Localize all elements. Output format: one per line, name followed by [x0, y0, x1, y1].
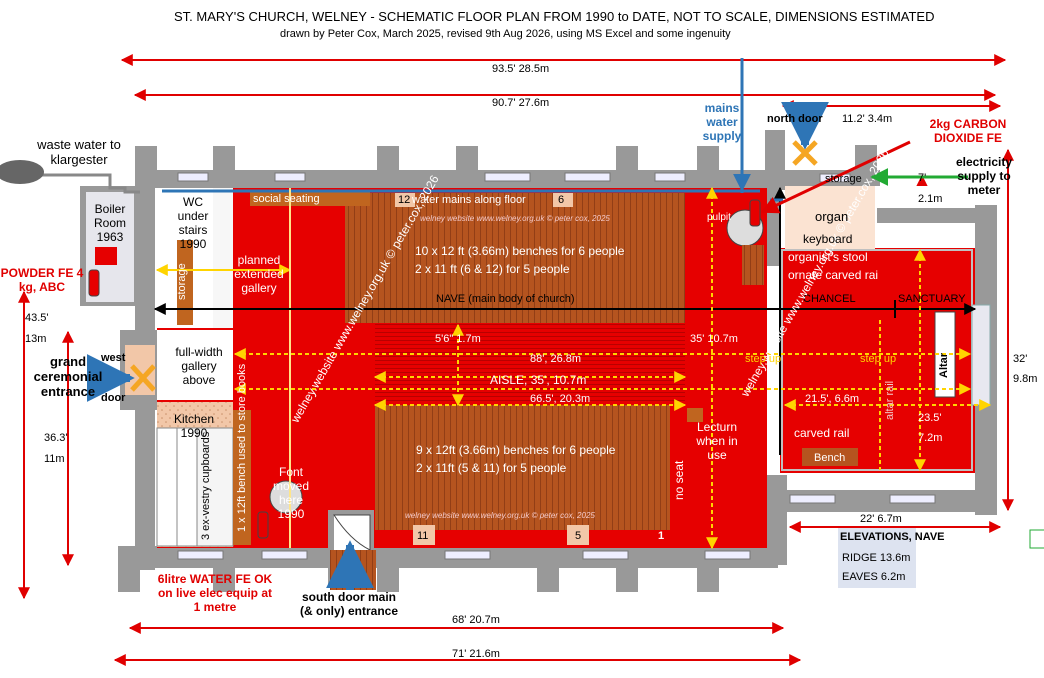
website-note-north: welney website www.welney.org.uk © peter… — [420, 214, 610, 223]
bench-num-6: 6 — [558, 194, 565, 206]
elevations-title: ELEVATIONS, NAVE — [840, 531, 945, 543]
west-door-label: west — [101, 352, 126, 364]
organist-stool-label: organist's stool — [788, 250, 868, 264]
bench-num-11: 11 — [417, 530, 429, 542]
dim-left-lower-m: 11m — [44, 453, 65, 465]
lectern-label: Lecturn when in use — [696, 420, 738, 462]
benches-south-line1: 9 x 12ft (3.66m) benches for 6 people — [416, 443, 616, 457]
dim-bottom-outer: 71' 21.6m — [452, 648, 500, 660]
west-door-label-2: door — [101, 392, 126, 404]
dim-66-label: 66.5', 20.3m — [530, 393, 591, 405]
north-door-label: north door — [767, 113, 823, 125]
dim-nave: 90.7' 27.6m — [492, 97, 550, 109]
water-fe-label: 6litre WATER FE OK on live elec equip at… — [157, 572, 273, 614]
dim-5-6-label: 5'6" 1.7m — [435, 333, 481, 345]
dim-right-height: 32' — [1013, 353, 1028, 365]
bench-label: Bench — [814, 452, 846, 464]
nave-label: NAVE (main body of church) — [436, 293, 575, 305]
step-up-label-1: step up — [745, 353, 782, 365]
dim-left-lower: 36.3' — [44, 432, 68, 444]
no-seat-label: no seat — [672, 460, 686, 500]
bench-num-1: 1 — [658, 530, 665, 542]
dim-21-label: 21.5', 6.6m — [805, 393, 860, 405]
powder-fe-label: POWDER FE 4 kg, ABC — [0, 266, 84, 294]
gallery-above-label: full-width gallery above — [175, 345, 223, 387]
north-pews — [345, 193, 685, 323]
storage-right-label: storage — [825, 173, 862, 185]
mains-water-label: mains water supply — [702, 101, 742, 143]
benches-south-line2: 2 x 11ft (5 & 11) for 5 people — [416, 461, 567, 475]
dim-23-m-label: 7.2m — [918, 432, 943, 444]
page-subtitle: drawn by Peter Cox, March 2025, revised … — [280, 28, 731, 40]
eaves-label: EAVES 6.2m — [842, 571, 906, 583]
dim-right-height-m: 9.8m — [1013, 373, 1038, 385]
waste-water-label: waste water to klargester — [37, 137, 121, 167]
carved-rail-label: carved rail — [794, 426, 850, 440]
vestry-label: 3 ex-vestry cupboards — [200, 431, 212, 540]
wall-north — [135, 170, 785, 188]
electricity-label: electricity supply to meter — [955, 155, 1013, 197]
grand-entrance-label: grand ceremonial entrance — [33, 354, 103, 399]
dim-23-label: 23.5' — [918, 412, 942, 424]
dim-north-door: 11.2' 3.4m — [842, 113, 893, 125]
altar-label: Altar — [938, 352, 950, 378]
dim-storage: 7' — [918, 172, 927, 184]
south-pews — [375, 405, 670, 530]
dim-35-label: 35' 10.7m — [690, 333, 738, 345]
step-up-label-2: step up — [860, 353, 897, 365]
aisle-label: AISLE, 35', 10.7m — [490, 373, 587, 387]
dim-chancel-width: 22' 6.7m — [860, 513, 902, 525]
bench-num-12: 12 — [398, 194, 411, 206]
dim-88-label: 88', 26.8m — [530, 353, 582, 365]
social-seating-label: social seating — [253, 193, 320, 205]
bench-books-label: 1 x 12ft bench used to store books — [236, 363, 248, 532]
ornate-rail-label: ornate carved rai — [788, 268, 879, 282]
water-mains-label: water mains along floor — [412, 194, 526, 206]
south-door-label: south door main (& only) entrance — [300, 590, 399, 618]
sanctuary-label: SANCTUARY — [898, 293, 966, 305]
ridge-label: RIDGE 13.6m — [842, 552, 911, 564]
benches-north-line1: 10 x 12 ft (3.66m) benches for 6 people — [415, 244, 625, 258]
font-label: Font moved here 1990 — [272, 465, 310, 521]
benches-north-line2: 2 x 11 ft (6 & 12) for 5 people — [415, 262, 570, 276]
keyboard-label: keyboard — [803, 232, 853, 246]
planned-gallery-label: planned extended gallery — [234, 253, 284, 295]
dim-left-upper-m: 13m — [25, 333, 47, 345]
website-note-south: welney website www.welney.org.uk © peter… — [405, 511, 595, 520]
kitchen-label: Kitchen 1990 — [173, 412, 215, 440]
dim-storage-m: 2.1m — [918, 193, 943, 205]
dim-left-upper: 43.5' — [25, 312, 49, 324]
page-title: ST. MARY'S CHURCH, WELNEY - SCHEMATIC FL… — [174, 9, 935, 24]
wc-label: WC under stairs 1990 — [177, 195, 209, 251]
dim-bottom-inner: 68' 20.7m — [452, 614, 500, 626]
boiler-room-label: Boiler Room 1963 — [93, 202, 126, 244]
pulpit-label: pulpit — [707, 212, 731, 223]
co2-fe-label: 2kg CARBON DIOXIDE FE — [929, 117, 1007, 145]
dim-overall: 93.5' 28.5m — [492, 63, 550, 75]
bench-num-5: 5 — [575, 530, 582, 542]
altar-rail-label: altar rail — [884, 380, 896, 420]
chancel-label: CHANCEL — [803, 293, 856, 305]
storage-left-label: storage — [176, 263, 188, 300]
organ-label: organ — [815, 209, 849, 224]
